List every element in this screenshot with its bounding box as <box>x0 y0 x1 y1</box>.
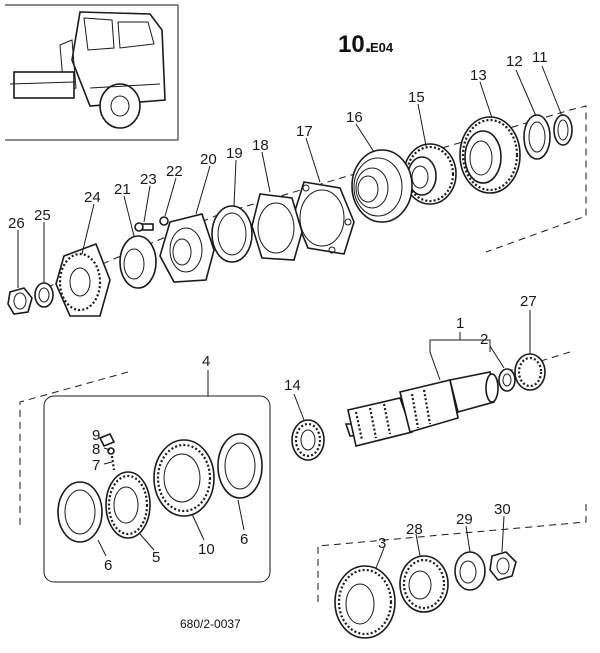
part-3-gear <box>334 565 396 639</box>
part-15-gear <box>403 143 457 205</box>
callout-25: 25 <box>34 207 51 224</box>
part-4-synchronizer-assembly <box>43 395 271 583</box>
part-24-flange <box>55 242 111 317</box>
part-27-needle-bearing <box>514 353 546 391</box>
callout-29: 29 <box>456 511 473 528</box>
part-6-ring-right <box>217 433 263 499</box>
callout-1: 1 <box>456 315 464 332</box>
reference-number: 10. <box>338 31 371 58</box>
callout-16: 16 <box>346 109 363 126</box>
part-19-ring <box>211 205 253 263</box>
callout-2: 2 <box>480 331 488 348</box>
leader-lines <box>17 65 563 569</box>
callout-20: 20 <box>200 151 217 168</box>
part-26-nut <box>7 287 33 315</box>
part-25-washer <box>34 282 54 308</box>
callout-labels: 11 12 13 15 16 17 18 19 20 22 23 21 24 2… <box>8 49 548 574</box>
callout-21: 21 <box>114 181 131 198</box>
part-12-ring <box>523 114 551 160</box>
callout-15: 15 <box>408 89 425 106</box>
callout-27: 27 <box>520 293 537 310</box>
part-10-synchro-sleeve <box>153 439 215 517</box>
part-14-needle-bearing <box>291 419 325 461</box>
part-29-bearing <box>454 551 486 591</box>
part-28-gear <box>399 555 449 613</box>
part-6-ring-left <box>57 481 103 543</box>
callout-12: 12 <box>506 53 523 70</box>
callout-24: 24 <box>84 189 101 206</box>
drawing-number: 680/2-0037 <box>180 617 241 631</box>
part-11-snap-ring <box>553 114 573 146</box>
part-30-nut <box>489 551 517 581</box>
part-17-cover-plate <box>293 181 355 255</box>
callout-28: 28 <box>406 521 423 538</box>
part-21-bushing <box>119 235 157 289</box>
part-5-synchro-hub <box>105 471 151 539</box>
callout-22: 22 <box>166 163 183 180</box>
part-2-ring <box>498 368 516 392</box>
callout-26: 26 <box>8 215 25 232</box>
callout-30: 30 <box>494 501 511 518</box>
callout-8: 8 <box>92 441 100 458</box>
callout-13: 13 <box>470 67 487 84</box>
callout-11: 11 <box>532 49 548 66</box>
callout-5: 5 <box>152 549 160 566</box>
part-8-ball <box>107 447 115 455</box>
callout-18: 18 <box>252 137 269 154</box>
callout-10: 10 <box>198 541 215 558</box>
callout-17: 17 <box>296 123 313 140</box>
callout-9: 9 <box>92 427 100 444</box>
part-7-spring <box>110 455 116 471</box>
callout-14: 14 <box>284 377 301 394</box>
part-20-housing <box>159 213 215 283</box>
truck-inset <box>5 4 179 141</box>
part-13-synchro-ring <box>459 116 521 194</box>
callout-6-left: 6 <box>104 557 112 574</box>
part-9-plate <box>98 432 116 448</box>
part-22-washer <box>159 216 169 226</box>
part-23-bolt <box>134 222 154 232</box>
truck-cab-icon <box>9 11 166 129</box>
callout-23: 23 <box>140 171 157 188</box>
part-1-shaft <box>344 371 499 447</box>
callout-6-right: 6 <box>240 531 248 548</box>
part-18-gasket <box>251 193 303 261</box>
callout-19: 19 <box>226 145 243 162</box>
callout-3: 3 <box>378 535 386 552</box>
callout-7: 7 <box>92 457 100 474</box>
reference-suffix: E04 <box>370 40 394 55</box>
callout-4: 4 <box>202 353 210 370</box>
part-16-bearing <box>351 149 413 223</box>
